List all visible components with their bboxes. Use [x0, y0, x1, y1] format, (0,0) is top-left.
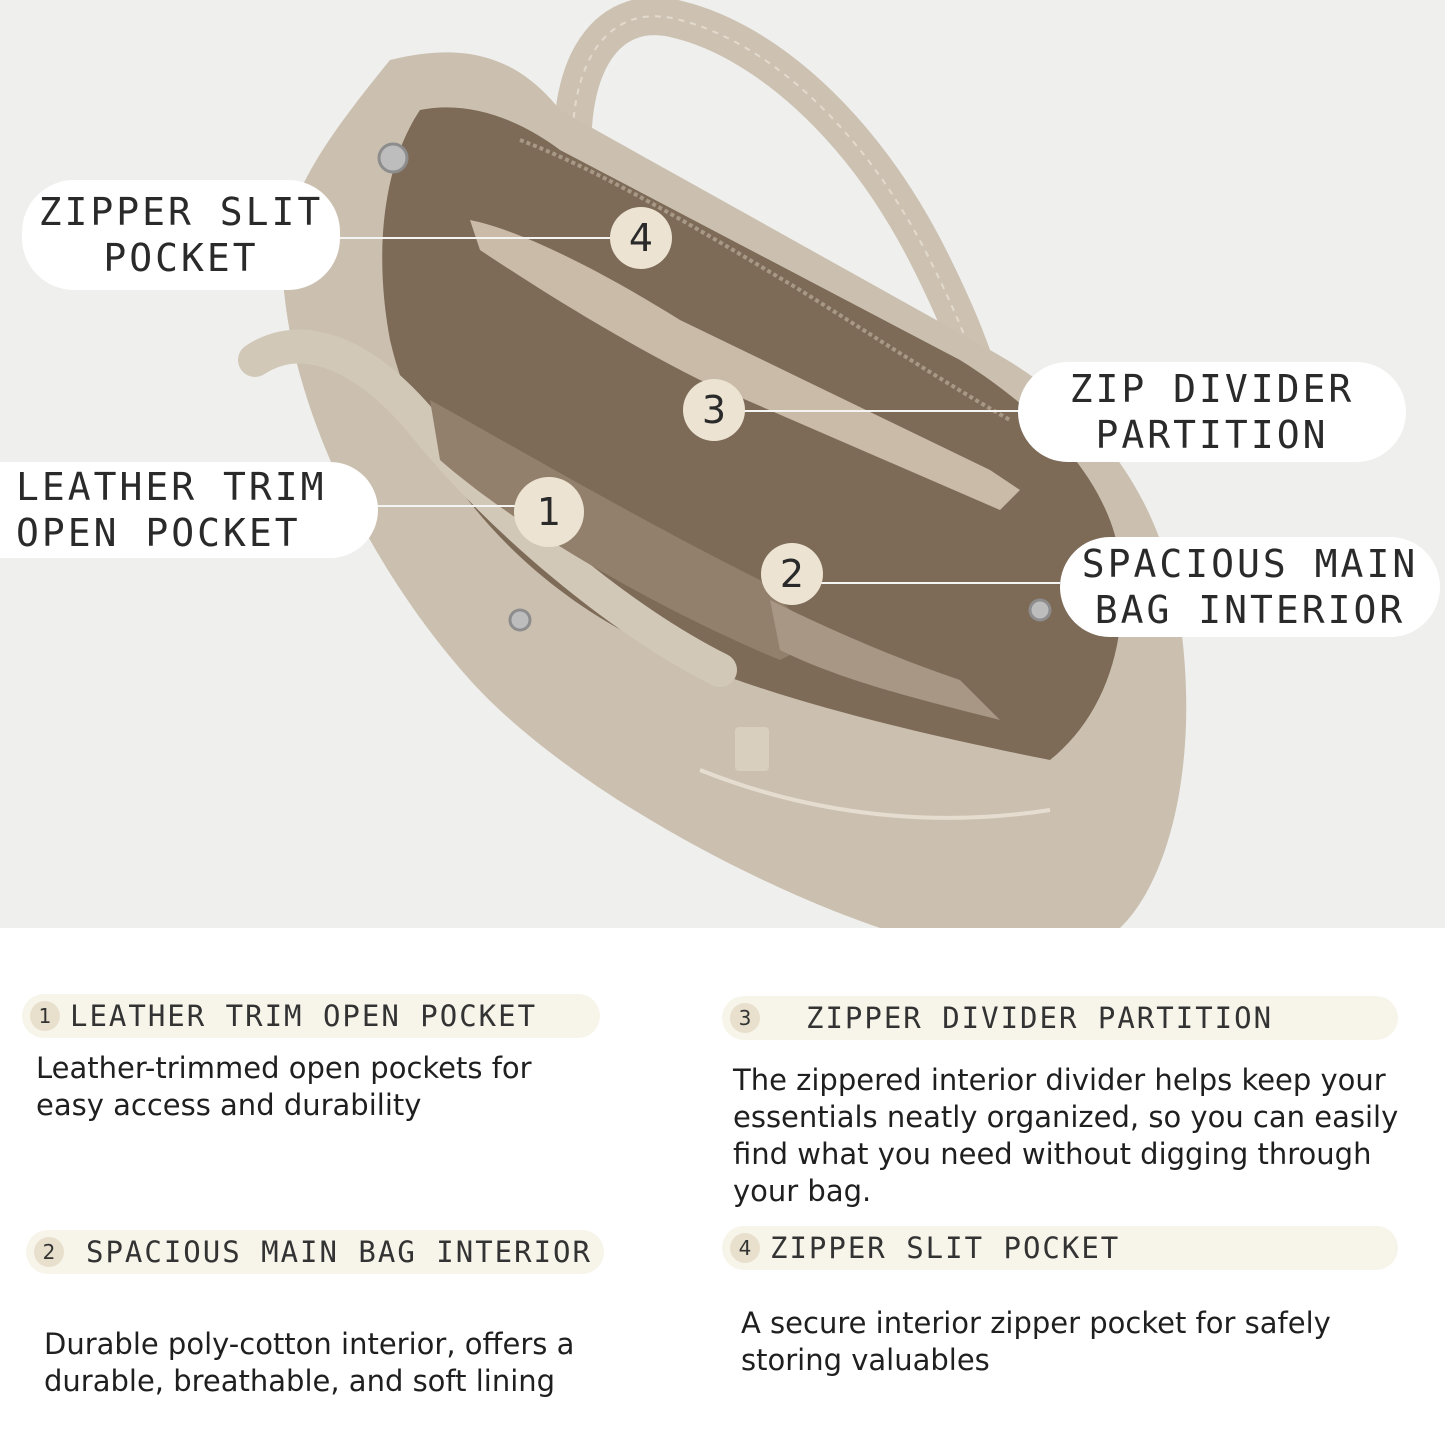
desc-line: durable, breathable, and soft lining [44, 1364, 556, 1398]
feature-heading-4: 4 ZIPPER SLIT POCKET [722, 1226, 1398, 1270]
divider-panel [470, 220, 1020, 510]
marker-2: 2 [761, 543, 823, 605]
desc-line: The zippered interior divider helps keep… [733, 1063, 1386, 1097]
feature-title: LEATHER TRIM OPEN POCKET [70, 999, 538, 1033]
callout-leather-trim-open-pocket: LEATHER TRIM OPEN POCKET [0, 462, 378, 558]
open-pocket [430, 400, 820, 660]
leader-line-3 [740, 410, 1020, 412]
feature-number: 2 [34, 1237, 64, 1267]
desc-line: find what you need without digging throu… [733, 1137, 1372, 1171]
callout-zipper-slit-pocket: ZIPPER SLIT POCKET [22, 180, 340, 290]
feature-desc-2: Durable poly-cotton interior, offers a d… [44, 1326, 574, 1400]
callout-line: OPEN POCKET [16, 511, 301, 555]
bottom-stitch [699, 768, 1051, 820]
leader-line-2 [820, 582, 1060, 584]
leader-line-4 [336, 237, 614, 239]
marker-1: 1 [514, 477, 584, 547]
handbag-illustration [238, 0, 1187, 928]
desc-line: Leather-trimmed open pockets for [36, 1051, 532, 1085]
feature-number: 4 [730, 1233, 760, 1263]
callout-line: BAG INTERIOR [1094, 588, 1406, 632]
leader-line-1 [375, 505, 515, 507]
callout-line: POCKET [103, 236, 259, 280]
marker-4: 4 [610, 207, 672, 269]
zipper-track [519, 138, 1011, 422]
feature-desc-4: A secure interior zipper pocket for safe… [741, 1305, 1331, 1379]
rivet [1028, 598, 1052, 622]
feature-heading-3: 3 ZIPPER DIVIDER PARTITION [722, 996, 1398, 1040]
feature-desc-1: Leather-trimmed open pockets for easy ac… [36, 1050, 532, 1124]
callout-line: PARTITION [1095, 413, 1329, 457]
feature-number: 3 [730, 1003, 760, 1033]
callout-line: ZIPPER SLIT [38, 190, 324, 234]
callout-line: SPACIOUS MAIN [1081, 542, 1419, 586]
feature-title: SPACIOUS MAIN BAG INTERIOR [86, 1235, 592, 1269]
feature-heading-1: 1 LEATHER TRIM OPEN POCKET [22, 994, 600, 1038]
handle-stitch [571, 15, 991, 421]
feature-heading-2: 2 SPACIOUS MAIN BAG INTERIOR [26, 1230, 604, 1274]
feature-number: 1 [30, 1001, 60, 1031]
rivet [508, 608, 532, 632]
marker-3: 3 [683, 379, 745, 441]
callout-zip-divider-partition: ZIP DIVIDER PARTITION [1018, 362, 1406, 462]
desc-line: your bag. [733, 1174, 872, 1208]
callout-line: LEATHER TRIM [16, 465, 327, 509]
feature-title: ZIPPER DIVIDER PARTITION [806, 1001, 1274, 1035]
side-tab [735, 727, 769, 771]
zip-pocket-edge [770, 600, 1000, 720]
desc-line: storing valuables [741, 1343, 990, 1377]
callout-line: ZIP DIVIDER [1069, 367, 1355, 411]
desc-line: essentials neatly organized, so you can … [733, 1100, 1399, 1134]
desc-line: easy access and durability [36, 1088, 422, 1122]
product-photo [0, 0, 1445, 928]
callout-spacious-main-bag-interior: SPACIOUS MAIN BAG INTERIOR [1060, 537, 1440, 637]
rivet [377, 142, 409, 174]
desc-line: Durable poly-cotton interior, offers a [44, 1327, 575, 1361]
desc-line: A secure interior zipper pocket for safe… [741, 1306, 1331, 1340]
feature-desc-3: The zippered interior divider helps keep… [733, 1062, 1398, 1210]
feature-title: ZIPPER SLIT POCKET [770, 1231, 1121, 1265]
